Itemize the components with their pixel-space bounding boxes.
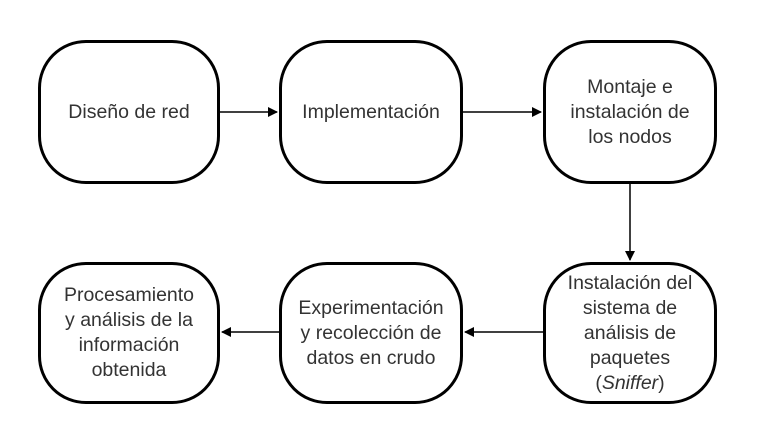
node-label: Experimentación y recolección de datos e… — [298, 296, 443, 371]
node-label: Implementación — [302, 100, 440, 125]
node-label-line: Diseño de red — [68, 100, 190, 123]
node-experimentacion: Experimentación y recolección de datos e… — [279, 262, 463, 404]
node-label-line: y análisis de la — [65, 309, 193, 331]
node-label: Montaje e instalación de los nodos — [570, 75, 689, 150]
node-label: Instalación del sistema de análisis de p… — [568, 271, 693, 396]
sniffer-italic-text: Sniffer — [601, 371, 659, 394]
node-diseno-de-red: Diseño de red — [38, 40, 220, 184]
node-label-line: información — [78, 334, 180, 356]
node-label-line: paquetes — [589, 346, 671, 369]
node-label-line: obtenida — [91, 359, 167, 381]
node-label-line: Procesamiento — [63, 284, 195, 306]
node-label-line: los nodos — [588, 125, 672, 148]
node-label-line: análisis de — [583, 321, 677, 344]
node-label: Procesamiento y análisis de la informaci… — [64, 283, 194, 383]
node-label-line: Implementación — [302, 100, 440, 123]
node-implementacion: Implementación — [279, 40, 463, 184]
node-instalacion-sniffer: Instalación del sistema de análisis de p… — [543, 262, 717, 404]
node-label-line: y recolección de — [300, 321, 442, 344]
node-label-line: Instalación del — [567, 271, 693, 294]
node-label-line: Montaje e — [587, 75, 673, 98]
node-label-line: datos en crudo — [306, 346, 436, 369]
node-montaje-instalacion-nodos: Montaje e instalación de los nodos — [543, 40, 717, 184]
node-label-line: Experimentación — [298, 296, 444, 319]
node-label-line: sistema de — [582, 296, 678, 319]
node-procesamiento-analisis: Procesamiento y análisis de la informaci… — [38, 262, 220, 404]
node-label: Diseño de red — [68, 100, 189, 125]
node-label-line: instalación de — [570, 100, 690, 123]
node-label-line-sniffer: (Sniffer) — [595, 371, 665, 394]
